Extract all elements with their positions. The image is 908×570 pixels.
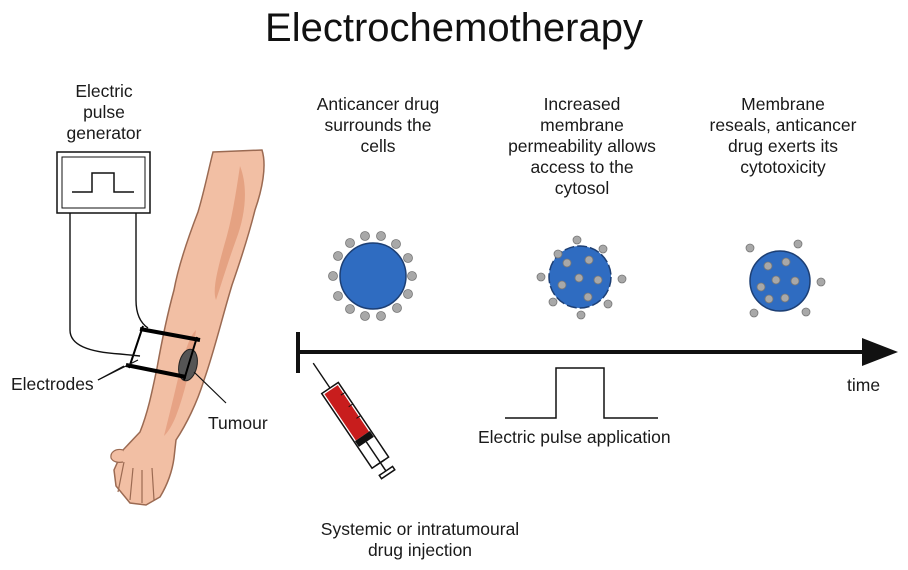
- drug-particle: [763, 261, 773, 271]
- electrodes: [125, 325, 201, 381]
- drug-particle: [617, 274, 627, 284]
- drug-particle: [392, 303, 402, 313]
- syringe: [312, 362, 396, 480]
- drug-particle: [793, 239, 803, 249]
- drug-particle: [771, 275, 781, 285]
- drug-particle: [536, 272, 546, 282]
- drug-particle: [780, 293, 790, 303]
- drug-particle: [745, 243, 755, 253]
- stage-1-label-line: surrounds the: [324, 115, 432, 135]
- drug-particle: [583, 292, 593, 302]
- drug-particle: [328, 271, 338, 281]
- arm-shading: [214, 166, 245, 300]
- stage-2-label-line: access to the: [530, 157, 634, 177]
- drug-particle: [593, 275, 603, 285]
- generator-label-line: Electric: [75, 81, 133, 101]
- drug-particle: [360, 231, 370, 241]
- timeline-arrowhead: [862, 338, 898, 366]
- stage-1-label-line: Anticancer drug: [316, 94, 440, 114]
- generator-label-line: pulse: [83, 102, 125, 122]
- generator-label: Electric pulse generator: [48, 81, 160, 144]
- drug-particle: [756, 282, 766, 292]
- thumb: [110, 448, 124, 463]
- stage-2-label: Increased membrane permeability allows a…: [490, 94, 674, 199]
- drug-particle: [764, 294, 774, 304]
- cable-outer: [69, 213, 141, 357]
- drug-particle: [376, 311, 386, 321]
- stage-2-label-line: permeability allows: [508, 136, 656, 156]
- drug-particle: [598, 244, 608, 254]
- generator-label-line: generator: [66, 123, 142, 143]
- hand-fingers: [117, 461, 155, 503]
- cell-drug-entering: [536, 235, 627, 320]
- cell-drug-outside: [328, 231, 417, 321]
- injection-label-line: drug injection: [367, 540, 473, 560]
- diagram-title: Electrochemotherapy: [265, 6, 643, 50]
- cell-drug-inside: [745, 239, 826, 318]
- injection-label: Systemic or intratumoural drug injection: [302, 519, 538, 561]
- pulse-label: Electric pulse application: [478, 427, 671, 447]
- stage-1-label-line: cells: [360, 136, 396, 156]
- drug-particle: [816, 277, 826, 287]
- arm-illustration: [110, 149, 265, 506]
- drug-particle: [407, 271, 417, 281]
- stage-2-label-line: cytosol: [554, 178, 610, 198]
- drug-particle: [376, 231, 386, 241]
- drug-particle: [333, 291, 343, 301]
- drug-particle: [403, 253, 413, 263]
- generator-pulse-icon: [72, 172, 134, 193]
- tumour-label: Tumour: [208, 413, 268, 433]
- electrodes-label: Electrodes: [11, 374, 94, 394]
- drug-particle: [584, 255, 594, 265]
- drug-particle: [749, 308, 759, 318]
- drug-particle: [553, 249, 563, 259]
- stage-3-label-line: reseals, anticancer: [709, 115, 857, 135]
- pulse-generator-screen: [61, 156, 146, 209]
- stage-3-label-line: cytotoxicity: [740, 157, 826, 177]
- timeline-label: time: [847, 375, 881, 395]
- electrodes-pointer-2: [97, 365, 125, 381]
- drug-particle: [360, 311, 370, 321]
- stage-2-label-line: membrane: [540, 115, 624, 135]
- stage-3-label: Membrane reseals, anticancer drug exerts…: [686, 94, 880, 178]
- drug-particle: [557, 280, 567, 290]
- drug-particle: [345, 238, 355, 248]
- drug-particle: [333, 251, 343, 261]
- tumour-pointer: [193, 371, 227, 404]
- cable-inner: [135, 213, 149, 329]
- drug-particle: [391, 239, 401, 249]
- drug-particle: [572, 235, 582, 245]
- stage-1-label: Anticancer drug surrounds the cells: [298, 94, 458, 157]
- drug-particle: [790, 276, 800, 286]
- stage-2-label-line: Increased: [543, 94, 621, 114]
- drug-particle: [345, 304, 355, 314]
- drug-particle: [548, 297, 558, 307]
- stage-3-label-line: drug exerts its: [728, 136, 838, 156]
- injection-label-line: Systemic or intratumoural: [320, 519, 520, 539]
- drug-particle: [801, 307, 811, 317]
- electric-pulse-waveform: [505, 367, 658, 419]
- drug-particle: [781, 257, 791, 267]
- drug-particle: [562, 258, 572, 268]
- drug-particle: [574, 273, 584, 283]
- cell-body: [339, 242, 407, 310]
- drug-particle: [403, 289, 413, 299]
- drug-particle: [603, 299, 613, 309]
- drug-particle: [576, 310, 586, 320]
- stage-3-label-line: Membrane: [741, 94, 825, 114]
